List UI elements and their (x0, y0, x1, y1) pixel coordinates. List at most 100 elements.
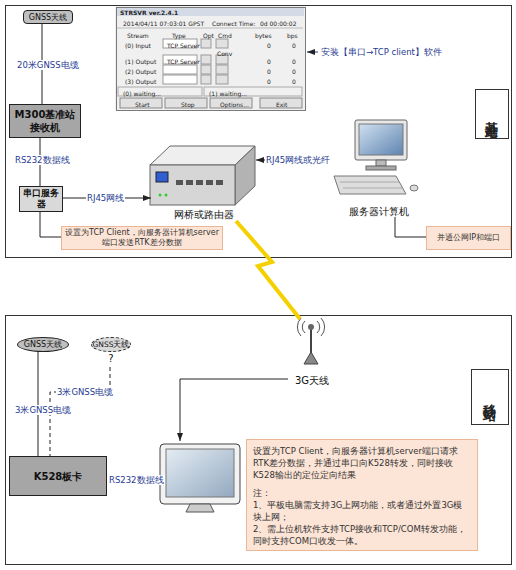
device-caption: 网桥或路由器 (151, 208, 256, 221)
window-text: Start (135, 101, 150, 109)
window-text: Cmd (218, 32, 232, 40)
small-button (201, 65, 211, 74)
node-text: 并通公网IP和端口 (437, 233, 500, 243)
signal-arc (297, 318, 301, 336)
software-window-chrome (115, 6, 305, 110)
signal-arc (317, 321, 320, 333)
router-port (176, 180, 183, 185)
signal-arc (321, 318, 325, 336)
window-text: 0d 00:00:02 (260, 20, 296, 28)
antenna-ellipse: GNSS天线 (17, 337, 69, 352)
window-text: 0 (267, 78, 271, 86)
window-text: (1) Output (125, 58, 156, 66)
window-text: (1) waiting... (209, 90, 247, 98)
window-text: 0 (267, 58, 271, 66)
cable-label: 3米GNSS电缆 (14, 405, 72, 415)
small-button (216, 75, 228, 84)
router-display (156, 172, 168, 182)
cable-label: RJ45网线或光纤 (265, 155, 331, 165)
device-caption: 3G天线 (289, 374, 335, 387)
window-text: 0 (292, 58, 296, 66)
window-text: Options... (220, 101, 249, 109)
station-title: 基准站 (475, 89, 509, 139)
antenna-base (304, 352, 318, 364)
antenna-box: GNSS天线 (23, 10, 73, 24)
station-title: 移动站 (471, 369, 509, 425)
window-body (115, 6, 305, 110)
cable-line (63, 198, 151, 199)
serial-server-box: 串口服务器 (19, 186, 63, 212)
device-caption: 服务器计算机 (331, 205, 426, 218)
annotation-label: RS232数据线 (108, 475, 165, 485)
keyboard-row (340, 182, 399, 183)
small-button (201, 39, 211, 48)
monitor-base (366, 166, 396, 170)
node-text: 1、平板电脑需支持3G上网功能，或者通过外置3G模块上网； (253, 499, 471, 523)
router-illustration (150, 146, 255, 205)
router-port (186, 180, 193, 185)
window-button (260, 98, 302, 108)
cable-line (38, 352, 39, 456)
window-text: (0) waiting... (123, 90, 161, 98)
window-text: Opt (203, 32, 214, 40)
window-text: 2014/04/11 07:03:01 GPST (123, 20, 204, 28)
tablet-illustration (160, 444, 240, 512)
router-port (196, 180, 203, 185)
router-led (159, 194, 162, 197)
cable-label: RS232数据线 (14, 155, 71, 165)
window-text: Conv (217, 50, 232, 58)
router-side (235, 146, 255, 205)
small-button (216, 39, 228, 48)
wireless-link (236, 221, 300, 319)
cable-line (256, 160, 331, 161)
monitor-screen (359, 124, 403, 155)
window-separator (117, 28, 303, 29)
node-text: K528板卡 (34, 470, 83, 483)
window-text: 0 (292, 78, 296, 86)
node-text: 注： (253, 487, 471, 499)
window-text: Connect Time: (212, 20, 255, 28)
router-node: 网桥或路由器 (151, 141, 256, 221)
window-text: TCP Server (167, 42, 200, 50)
serial-wire (108, 480, 160, 481)
node-text: GNSS天线 (29, 12, 67, 23)
note-box: 设置为TCP Client，向服务器计算机server端口请求RTK差分数据，并… (246, 439, 478, 551)
window-text: bytes (255, 32, 272, 40)
monitor-frame (355, 120, 407, 160)
node-text: 设置为TCP Client，向服务器计算机server端口请求RTK差分数据，并… (253, 445, 471, 481)
window-text: (0) Input (125, 42, 151, 50)
signal-arc (302, 321, 305, 333)
window-text: Stop (181, 101, 195, 109)
computer-node: 服务器计算机 (331, 119, 426, 217)
tablet-screen (166, 449, 234, 497)
cable-line (40, 138, 41, 186)
antenna-node: 3G天线 (289, 319, 335, 387)
window-text: Exit (276, 101, 287, 109)
cable-label: 20米GNSS电缆 (16, 60, 80, 70)
small-button (201, 75, 211, 84)
window-button (210, 98, 252, 108)
node-text: GNSS天线 (24, 339, 62, 350)
note-box: 设置为TCP Client，向服务器计算机server端口发送RTK差分数据 (61, 226, 223, 250)
station-frame: 移动站 GNSS天线 GNSS天线? K528板卡 3G天线设置为TCP Client，… (5, 315, 512, 565)
combo-box (163, 65, 197, 74)
leader-line (40, 212, 61, 237)
wireless-feed-wire (180, 379, 288, 441)
window-text: Type (172, 32, 186, 40)
computer-illustration (334, 120, 418, 194)
cable-label: RJ45网线 (86, 193, 125, 203)
board-box: K528板卡 (9, 456, 107, 496)
window-text: TCP Server (167, 58, 200, 66)
mouse (410, 185, 418, 191)
leader-arrow (307, 52, 318, 53)
receiver-box: M300基准站接收机 (9, 104, 81, 138)
leader-line (395, 217, 426, 237)
combo-box (163, 75, 197, 84)
router-port (206, 180, 213, 185)
window-text: (3) Output (125, 78, 156, 86)
optional-antenna: GNSS天线? (91, 337, 131, 367)
window-text: 0 (292, 42, 296, 50)
window-titlebar (116, 7, 304, 16)
